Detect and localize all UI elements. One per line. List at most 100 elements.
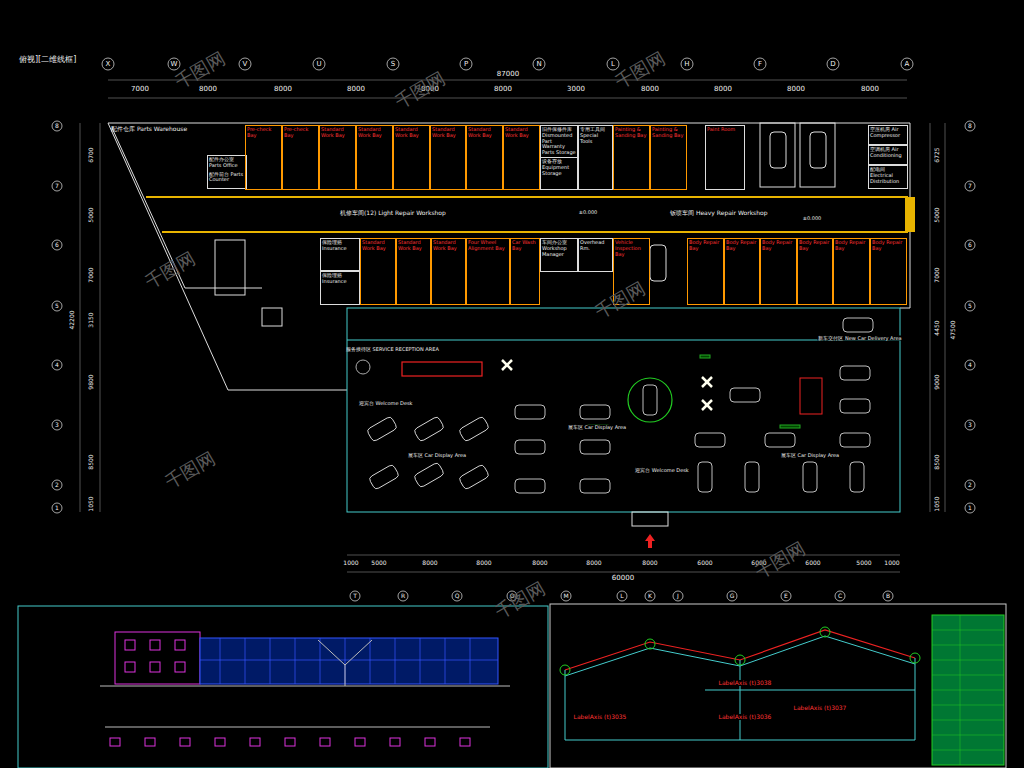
room-box: Body Repair Bay	[833, 238, 870, 305]
room-label: Pre-check Bay	[247, 127, 280, 139]
room-label: 机修车间(12) Light Repair Workshop	[340, 210, 446, 217]
room-label: Body Repair Bay	[762, 240, 795, 252]
drawing-label: LabelAxis (t)3038	[718, 680, 773, 686]
drawing-label: 6000	[804, 560, 821, 566]
drawing-label: 7000	[934, 266, 940, 283]
drawing-label: N	[535, 61, 542, 68]
drawing-label: 展车区 Car Display Area	[780, 453, 840, 458]
drawing-label: D	[829, 61, 836, 68]
drawing-label: 5000	[370, 560, 387, 566]
drawing-label: LabelAxis (t)3037	[793, 705, 848, 711]
room-box: Body Repair Bay	[870, 238, 907, 305]
room-label: Body Repair Bay	[689, 240, 722, 252]
drawing-label: F	[757, 61, 763, 68]
room-box: Four Wheel Alignment Bay	[466, 238, 510, 305]
drawing-label: 5	[967, 303, 973, 309]
drawing-label: 8000	[273, 86, 293, 93]
room-label: 服务接待区 SERVICE RECEPTION AREA	[346, 347, 494, 353]
room-box: Body Repair Bay	[724, 238, 760, 305]
drawing-label: W	[170, 61, 179, 68]
drawing-label: 8000	[198, 86, 218, 93]
room-label: Standard Work Bay	[395, 127, 428, 139]
drawing-label: 1050	[88, 495, 94, 512]
watermark: 千图网	[391, 68, 448, 112]
drawing-label: 8000	[860, 86, 880, 93]
workshop-corridor: 机修车间(12) Light Repair Workshop 钣喷车间 Heavy…	[150, 199, 905, 230]
room-label: Standard Work Bay	[432, 127, 464, 139]
drawing-label: 迎宾台 Welcome Desk	[358, 401, 413, 406]
drawing-label: 1000	[883, 560, 900, 566]
room-box: Body Repair Bay	[687, 238, 724, 305]
drawing-label: Q	[454, 593, 461, 599]
drawing-label: 9800	[88, 373, 94, 390]
drawing-label: 1000	[342, 560, 359, 566]
drawing-label: L	[610, 61, 616, 68]
drawing-label: 5	[54, 303, 60, 309]
drawing-label: 新车交付区 New Car Delivery Area	[817, 336, 902, 341]
drawing-label: T	[352, 593, 358, 599]
watermark: 千图网	[161, 448, 218, 492]
room-label: Standard Work Bay	[433, 240, 464, 252]
room-box: Paint Room	[705, 125, 745, 190]
room-label: 保险理赔 Insurance	[322, 273, 358, 285]
room-label: 钣喷车间 Heavy Repair Workshop	[670, 210, 768, 217]
drawing-label: 8000	[640, 86, 660, 93]
room-box: 专用工具间 Special Tools	[578, 125, 613, 190]
drawing-label: 8000	[493, 86, 513, 93]
drawing-label: 2	[967, 482, 973, 488]
drawing-label: 7000	[130, 86, 150, 93]
room-label: 配件仓库 Parts Warehouse	[111, 126, 207, 133]
drawing-label: 3	[967, 422, 973, 428]
room-label: 专用工具间 Special Tools	[580, 127, 611, 144]
drawing-label: C	[837, 593, 843, 599]
room-box: 旧件保修件库 Dismounted Part Warranty Parts St…	[540, 125, 578, 158]
room-box: Standard Work Bay	[430, 125, 466, 190]
room-label: 设备存放 Equipment Storage	[542, 159, 576, 176]
drawing-label: ±0.000	[578, 210, 599, 215]
drawing-label: 6	[54, 242, 60, 248]
drawing-label: 8000	[585, 560, 602, 566]
room-box: Pre-check Bay	[245, 125, 282, 190]
room-box: Standard Work Bay	[356, 125, 393, 190]
drawing-label: 6700	[88, 146, 94, 163]
drawing-label: 87000	[496, 71, 520, 78]
room-label: 空压机房 Air Compressor	[870, 127, 906, 139]
room-box: 空调机房 Air Conditioning	[868, 145, 908, 165]
drawing-label: B	[885, 593, 891, 599]
room-box: Standard Work Bay	[393, 125, 430, 190]
room-box: Standard Work Bay	[396, 238, 431, 305]
drawing-label: V	[242, 61, 249, 68]
drawing-label: 迎宾台 Welcome Desk	[634, 468, 689, 473]
drawing-label: 8000	[421, 560, 438, 566]
drawing-label: 60000	[611, 575, 635, 582]
drawing-label: 3000	[566, 86, 586, 93]
drawing-label: E	[783, 593, 789, 599]
room-label: Standard Work Bay	[362, 240, 394, 252]
room-label: 车间办公室 Workshop Manager	[542, 240, 576, 257]
drawing-label: 8	[967, 123, 973, 129]
drawing-label: 6725	[934, 146, 940, 163]
room-label: Vehicle Inspection Bay	[615, 240, 648, 257]
room-box: Painting & Sanding Bay	[650, 125, 687, 190]
drawing-label: 俯视][二维线框]	[18, 56, 77, 64]
drawing-label: 2	[54, 482, 60, 488]
drawing-label: 9000	[934, 373, 940, 390]
room-label: Paint Room	[707, 127, 743, 133]
room-box: 空压机房 Air Compressor	[868, 125, 908, 145]
drawing-label: 展车区 Car Display Area	[567, 425, 627, 430]
room-box: 设备存放 Equipment Storage	[540, 157, 578, 190]
room-box: Standard Work Bay	[319, 125, 356, 190]
room-box: Pre-check Bay	[282, 125, 319, 190]
drawing-label: 8000	[475, 560, 492, 566]
drawing-label: X	[105, 61, 112, 68]
drawing-label: LabelAxis (t)3036	[718, 714, 773, 720]
drawing-label: 4	[967, 362, 973, 368]
watermark: 千图网	[751, 538, 808, 582]
drawing-label: 8000	[346, 86, 366, 93]
room-label: Body Repair Bay	[872, 240, 905, 252]
drawing-label: 8000	[713, 86, 733, 93]
drawing-label: 8	[54, 123, 60, 129]
room-box: 配件办公室 Parts Office配件前台 Parts Counter	[207, 155, 247, 189]
room-label: Standard Work Bay	[468, 127, 501, 139]
room-label: Overhead Rm.	[580, 240, 611, 252]
